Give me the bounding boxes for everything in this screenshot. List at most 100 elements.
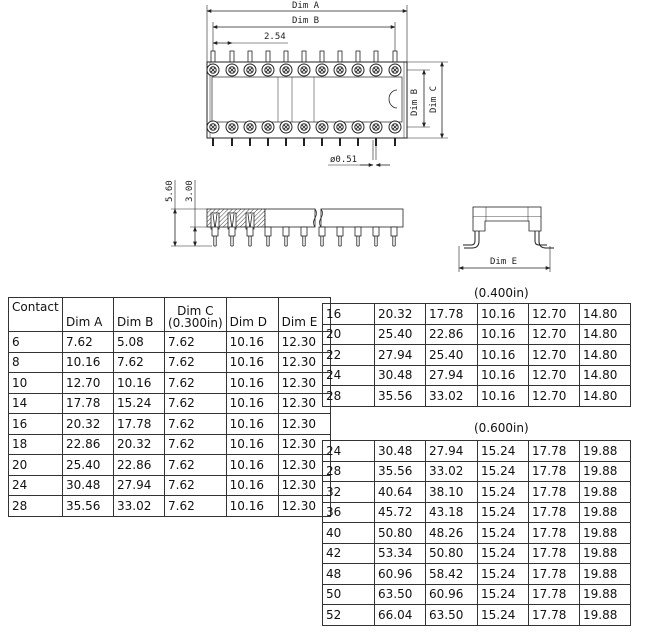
table-cell: 25.40 <box>62 454 114 476</box>
table-cell: 20 <box>322 323 375 345</box>
table-cell: 15.24 <box>477 440 529 462</box>
technical-drawing: Dim A Dim B 2.54 Dim B Dim C <box>165 1 554 272</box>
table-cell: 17.78 <box>528 460 580 482</box>
table-cell: 7.62 <box>62 331 114 353</box>
table-cell: 17.78 <box>425 303 478 325</box>
table-cell: 27.94 <box>113 474 165 496</box>
table-cell: 12.70 <box>528 385 580 407</box>
table-cell: 10.16 <box>477 323 529 345</box>
table-cell: 24 <box>8 474 63 496</box>
table-cell: 22 <box>322 344 375 366</box>
table-cell: 30.48 <box>374 364 426 386</box>
table-cell: 22.86 <box>113 454 165 476</box>
table-cell: 17.78 <box>528 522 580 544</box>
table-cell: 7.62 <box>164 372 227 394</box>
table-cell: 10.16 <box>62 351 114 373</box>
table-cell: 10.16 <box>225 372 279 394</box>
table-cell: 7.62 <box>113 351 165 373</box>
table-cell: 52 <box>322 604 375 626</box>
table-cell: 7.62 <box>164 392 227 414</box>
table-cell: 17.78 <box>113 413 165 435</box>
table-cell: 10.16 <box>113 372 165 394</box>
table-cell: 10.16 <box>225 413 279 435</box>
table-cell: 33.02 <box>425 385 478 407</box>
table-cell: 27.94 <box>374 344 426 366</box>
table-cell: 10.16 <box>225 474 279 496</box>
table-cell: 7.62 <box>164 433 227 455</box>
table-cell: 10.16 <box>225 392 279 414</box>
table-cell: 63.50 <box>425 604 478 626</box>
table-cell: 19.88 <box>579 542 631 564</box>
table-cell: 10.16 <box>225 495 279 517</box>
table-cell: 19.88 <box>579 481 631 503</box>
dim-e-label: Dim E <box>490 257 517 267</box>
table-cell: 12.30 <box>277 392 331 414</box>
table-cell: 19.88 <box>579 440 631 462</box>
table-cell: 12.70 <box>528 323 580 345</box>
table-cell: 6 <box>8 331 63 353</box>
table-cell: 10.16 <box>225 351 279 373</box>
table-cell: 30.48 <box>62 474 114 496</box>
table-cell: 19.88 <box>579 583 631 605</box>
end-view: Dim E <box>458 206 554 272</box>
table-cell: 14.80 <box>579 364 631 386</box>
dim-c-title: Dim C <box>177 304 214 318</box>
table-cell: 10 <box>8 372 63 394</box>
height-pin-label: 3.00 <box>185 180 195 202</box>
col-header-dim-a: Dim A <box>62 297 114 332</box>
dim-c-side-label: Dim C <box>429 86 439 113</box>
table-cell: 12.70 <box>528 303 580 325</box>
side-view: 5.60 3.00 <box>165 180 404 247</box>
table-cell: 35.56 <box>374 385 426 407</box>
table-cell: 5.08 <box>113 331 165 353</box>
table-cell: 14.80 <box>579 303 631 325</box>
table-cell: 19.88 <box>579 522 631 544</box>
table-cell: 17.78 <box>528 542 580 564</box>
top-view: Dim A Dim B 2.54 Dim B Dim C <box>206 1 448 167</box>
table-cell: 19.88 <box>579 563 631 585</box>
table-600-caption: (0.600in) <box>474 421 529 435</box>
table-cell: 25.40 <box>374 323 426 345</box>
table-cell: 15.24 <box>477 501 529 523</box>
col-header-dim-e: Dim E <box>277 297 331 332</box>
table-cell: 48.26 <box>425 522 478 544</box>
table-cell: 7.62 <box>164 495 227 517</box>
table-cell: 35.56 <box>62 495 114 517</box>
table-cell: 50.80 <box>425 542 478 564</box>
table-cell: 22.86 <box>425 323 478 345</box>
table-cell: 25.40 <box>425 344 478 366</box>
table-cell: 10.16 <box>477 364 529 386</box>
table-cell: 60.96 <box>425 583 478 605</box>
table-cell: 24 <box>322 440 375 462</box>
dim-c-subtitle: (0.300in) <box>168 316 223 330</box>
table-cell: 10.16 <box>225 331 279 353</box>
table-cell: 48 <box>322 563 375 585</box>
table-cell: 19.88 <box>579 460 631 482</box>
table-cell: 14.80 <box>579 323 631 345</box>
col-header-dim-d: Dim D <box>225 297 279 332</box>
table-cell: 19.88 <box>579 501 631 523</box>
table-cell: 8 <box>8 351 63 373</box>
table-cell: 17.78 <box>62 392 114 414</box>
table-cell: 43.18 <box>425 501 478 523</box>
table-cell: 14 <box>8 392 63 414</box>
table-cell: 17.78 <box>528 563 580 585</box>
table-cell: 15.24 <box>477 604 529 626</box>
